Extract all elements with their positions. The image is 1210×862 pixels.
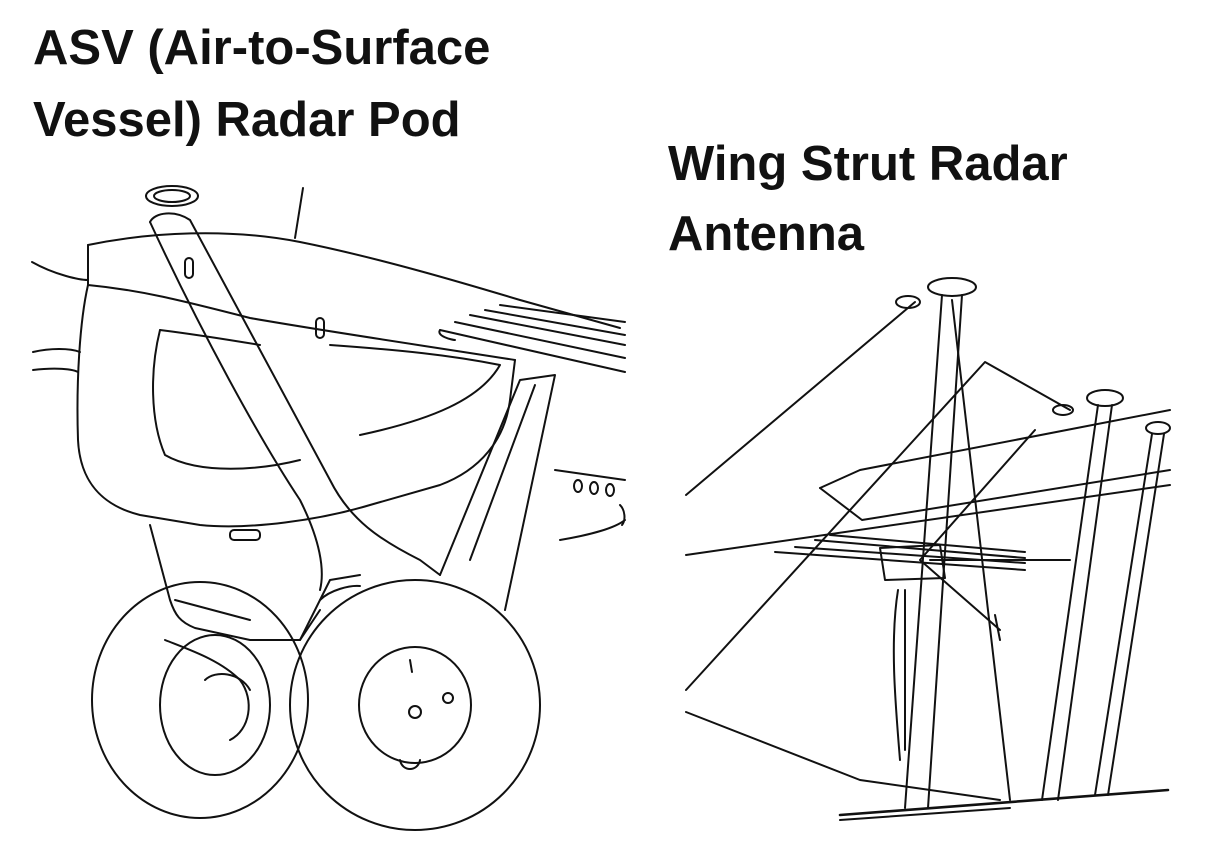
asv-radar-pod-drawing <box>31 185 626 831</box>
lower-wing-line <box>838 788 1170 817</box>
fuselage-windows <box>573 479 615 497</box>
wing-strut-antenna-drawing <box>685 277 1171 821</box>
strut-top-oval <box>145 185 199 207</box>
right-wheel <box>289 579 541 831</box>
antenna-disc-2 <box>1086 389 1124 407</box>
left-wheel <box>91 581 309 819</box>
antenna-strut-2 <box>1041 404 1113 801</box>
asv-radar-pod-title-line1: ASV (Air-to-Surface <box>33 21 491 75</box>
fuselage-outline <box>31 261 89 281</box>
landing-gear-strut <box>149 212 441 576</box>
radar-pod-body <box>76 244 516 528</box>
yagi-antenna-elements <box>774 534 1026 581</box>
asv-radar-pod-title-line2: Vessel) Radar Pod <box>33 93 461 147</box>
antenna-disc-3 <box>1145 421 1171 435</box>
asv-leader-line <box>294 187 304 239</box>
wing-edge <box>685 484 1171 556</box>
wing-strut-antenna-title-line2: Antenna <box>668 207 864 261</box>
antenna-strut-3 <box>1094 433 1165 796</box>
wing-strut-antenna-title-line1: Wing Strut Radar <box>668 137 1068 191</box>
antenna-disc-1 <box>927 277 977 297</box>
guy-wire <box>685 301 916 496</box>
